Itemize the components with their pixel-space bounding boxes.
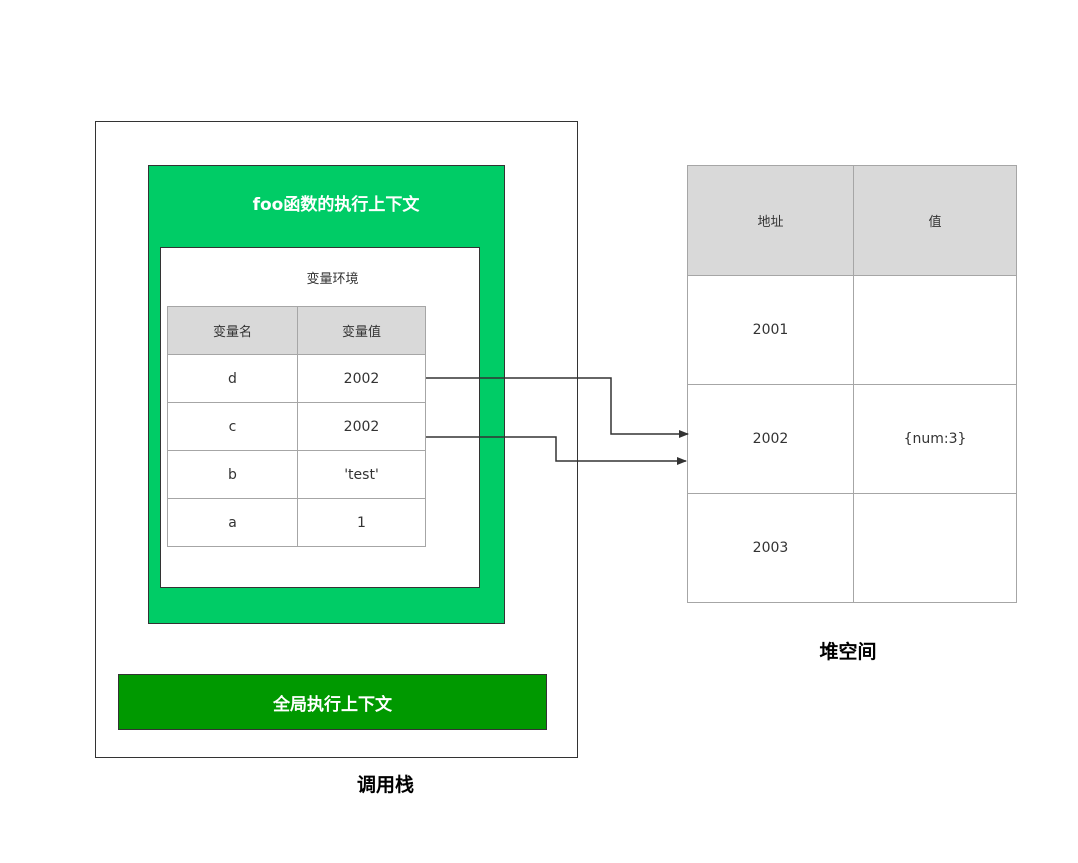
variable-value-cell: 2002 xyxy=(297,402,426,451)
foo-context-title: foo函数的执行上下文 xyxy=(252,195,420,215)
variable-table-header-row: 变量名 变量值 xyxy=(167,306,426,355)
heap-address-header: 地址 xyxy=(687,165,854,276)
heap-label: 堆空间 xyxy=(819,641,877,663)
arrow-c-to-heap-2002 xyxy=(426,436,687,465)
heap-value-cell xyxy=(853,275,1017,385)
heap-table: 地址 值 2001 2002 {num:3} 2003 xyxy=(687,165,1017,603)
table-row: 2001 xyxy=(687,275,1017,385)
variable-environment-title: 变量环境 xyxy=(306,272,359,287)
variable-name-header: 变量名 xyxy=(167,306,298,355)
table-row: d 2002 xyxy=(167,354,426,403)
variable-name-cell: d xyxy=(167,354,298,403)
variable-name-cell: b xyxy=(167,450,298,499)
variable-value-cell: 'test' xyxy=(297,450,426,499)
heap-value-cell xyxy=(853,493,1017,603)
table-row: c 2002 xyxy=(167,402,426,451)
table-row: b 'test' xyxy=(167,450,426,499)
table-row: a 1 xyxy=(167,498,426,547)
global-execution-context: 全局执行上下文 xyxy=(118,674,547,730)
call-stack-label: 调用栈 xyxy=(356,774,414,796)
table-row: 2002 {num:3} xyxy=(687,384,1017,494)
arrow-d-to-heap-2002 xyxy=(426,377,689,438)
heap-address-cell: 2003 xyxy=(687,493,854,603)
variable-table: 变量名 变量值 d 2002 c 2002 b 'test' a 1 xyxy=(167,306,426,547)
heap-value-header: 值 xyxy=(853,165,1017,276)
heap-table-header-row: 地址 值 xyxy=(687,165,1017,276)
table-row: 2003 xyxy=(687,493,1017,603)
heap-value-cell: {num:3} xyxy=(853,384,1017,494)
variable-value-cell: 1 xyxy=(297,498,426,547)
heap-address-cell: 2002 xyxy=(687,384,854,494)
